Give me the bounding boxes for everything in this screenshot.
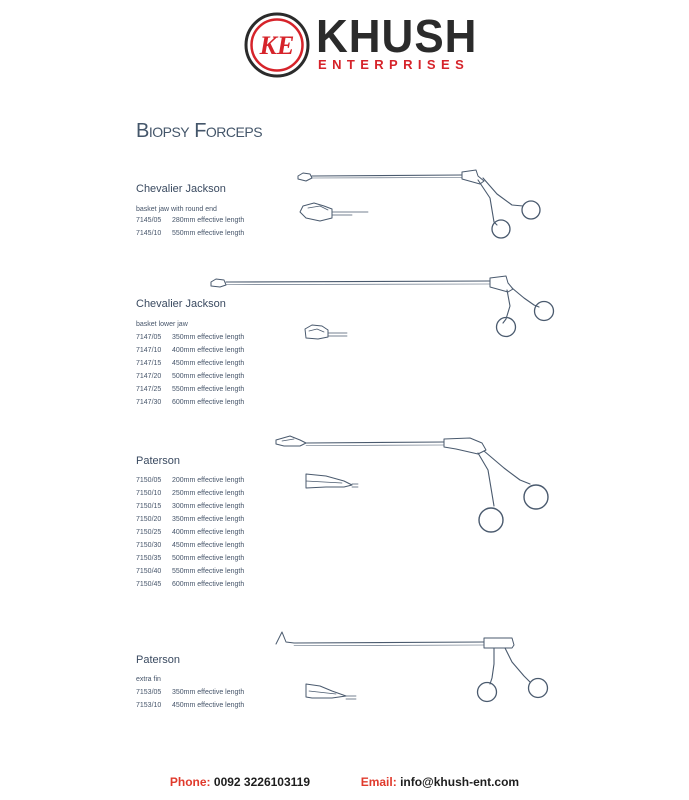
list-item: 7150/30 450mm effective length [136, 539, 244, 552]
product-code: 7153/05 [136, 689, 162, 696]
page-title: Biopsy Forceps [136, 120, 263, 142]
product-spec: 500mm effective length [172, 555, 245, 562]
brand-logo: KE [244, 12, 310, 78]
product-code: 7150/45 [136, 581, 162, 588]
list-item: 7145/05 280mm effective length [136, 214, 244, 227]
product-code: 7147/30 [136, 399, 162, 406]
section-title: Paterson [136, 455, 181, 467]
product-spec: 350mm effective length [172, 334, 245, 341]
product-spec: 200mm effective length [172, 477, 245, 484]
section-title: Paterson [136, 654, 181, 666]
product-spec: 300mm effective length [172, 503, 245, 510]
list-item: 7153/10 450mm effective length [136, 699, 244, 712]
product-code: 7150/30 [136, 542, 162, 549]
list-item: 7150/10 250mm effective length [136, 487, 244, 500]
list-item: 7147/30 600mm effective length [136, 396, 244, 409]
product-spec: 400mm effective length [172, 529, 245, 536]
brand-subtitle: ENTERPRISES [318, 57, 470, 72]
list-item: 7147/20 500mm effective length [136, 370, 244, 383]
product-code-list: 7147/05 350mm effective length 7147/10 400… [136, 331, 244, 409]
product-code: 7145/05 [136, 217, 162, 224]
product-spec: 500mm effective length [172, 373, 245, 380]
product-code: 7147/15 [136, 360, 162, 367]
email-address: info@khush-ent.com [400, 775, 520, 789]
product-code: 7150/10 [136, 490, 162, 497]
product-spec: 350mm effective length [172, 689, 245, 696]
product-code: 7150/25 [136, 529, 162, 536]
product-spec: 450mm effective length [172, 702, 245, 709]
product-spec: 450mm effective length [172, 542, 245, 549]
product-code-list: 7145/05 280mm effective length 7145/10 550… [136, 214, 244, 240]
product-spec: 450mm effective length [172, 360, 245, 367]
product-code: 7150/20 [136, 516, 162, 523]
product-code: 7147/20 [136, 373, 162, 380]
product-code-list: 7150/05 200mm effective length 7150/10 250… [136, 474, 244, 591]
list-item: 7150/20 350mm effective length [136, 513, 244, 526]
list-item: 7150/15 300mm effective length [136, 500, 244, 513]
list-item: 7150/35 500mm effective length [136, 552, 244, 565]
product-code-list: 7153/05 350mm effective length 7153/10 450… [136, 686, 244, 712]
product-spec: 350mm effective length [172, 516, 245, 523]
section-title: Chevalier Jackson [136, 183, 226, 195]
product-spec: 600mm effective length [172, 581, 245, 588]
section-title: Chevalier Jackson [136, 298, 226, 310]
product-code: 7150/15 [136, 503, 162, 510]
product-code: 7147/25 [136, 386, 162, 393]
list-item: 7145/10 550mm effective length [136, 227, 244, 240]
logo-initials: KE [259, 31, 295, 60]
brand-name: KHUSH [316, 10, 478, 63]
list-item: 7153/05 350mm effective length [136, 686, 244, 699]
product-spec: 550mm effective length [172, 386, 245, 393]
contact-footer: Phone: 0092 3226103119 Email: info@khush… [0, 775, 689, 789]
section-description: basket lower jaw [136, 321, 188, 328]
product-code: 7150/05 [136, 477, 162, 484]
product-code: 7147/05 [136, 334, 162, 341]
product-spec: 400mm effective length [172, 347, 245, 354]
product-code: 7153/10 [136, 702, 162, 709]
phone-label: Phone: [169, 775, 211, 789]
section-description: extra fin [136, 676, 161, 683]
product-code: 7150/35 [136, 555, 162, 562]
section-description: basket jaw with round end [136, 206, 217, 213]
list-item: 7147/25 550mm effective length [136, 383, 244, 396]
product-spec: 600mm effective length [172, 399, 245, 406]
product-code: 7145/10 [136, 230, 162, 237]
list-item: 7150/05 200mm effective length [136, 474, 244, 487]
email-label: Email: [360, 775, 397, 789]
product-spec: 250mm effective length [172, 490, 245, 497]
list-item: 7150/40 550mm effective length [136, 565, 244, 578]
product-code: 7147/10 [136, 347, 162, 354]
product-spec: 550mm effective length [172, 230, 245, 237]
product-spec: 280mm effective length [172, 217, 245, 224]
list-item: 7147/05 350mm effective length [136, 331, 244, 344]
phone-number: 0092 3226103119 [213, 775, 311, 789]
list-item: 7147/10 400mm effective length [136, 344, 244, 357]
list-item: 7150/25 400mm effective length [136, 526, 244, 539]
logo-emblem-icon: KE [244, 12, 310, 78]
product-spec: 550mm effective length [172, 568, 245, 575]
list-item: 7147/15 450mm effective length [136, 357, 244, 370]
product-code: 7150/40 [136, 568, 162, 575]
list-item: 7150/45 600mm effective length [136, 578, 244, 591]
